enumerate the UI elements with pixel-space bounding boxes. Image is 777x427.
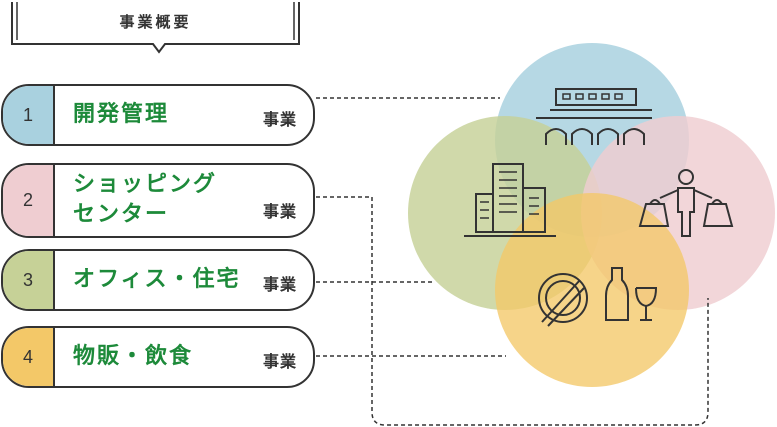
item-number: 2	[22, 190, 33, 210]
item-number-badge: 4	[3, 328, 55, 386]
item-suffix: 事業	[262, 110, 297, 129]
item-label: オフィス・住宅	[73, 267, 241, 292]
section-header: 事業概要	[11, 0, 300, 54]
item-suffix: 事業	[262, 275, 297, 294]
item-suffix: 事業	[262, 202, 297, 221]
business-item-retail-dining[interactable]: 4 物販・飲食 事業	[1, 326, 315, 388]
item-number: 3	[22, 269, 33, 290]
circle-retail-dining	[495, 193, 689, 387]
item-label: 開発管理	[73, 102, 170, 127]
business-item-office-residential[interactable]: 3 オフィス・住宅 事業	[1, 249, 315, 311]
item-label-line2: センター	[73, 202, 170, 227]
dining-icon	[538, 267, 658, 327]
business-item-shopping-center[interactable]: 2 ショッピング センター 事業	[1, 163, 315, 238]
item-number-badge: 1	[3, 86, 55, 144]
office-building-icon	[464, 163, 556, 237]
header-tab-shape	[11, 2, 300, 54]
page-title: 事業概要	[119, 13, 192, 31]
connector-lines	[316, 97, 709, 426]
item-number: 1	[22, 104, 33, 125]
item-suffix: 事業	[262, 352, 297, 371]
shopper-with-bags-icon	[638, 169, 734, 237]
item-number-badge: 3	[3, 251, 55, 309]
item-label-line1: ショッピング	[73, 172, 218, 197]
item-label: 物販・飲食	[73, 344, 194, 369]
business-item-development[interactable]: 1 開発管理 事業	[1, 84, 315, 146]
train-viaduct-icon	[536, 88, 652, 145]
item-number-badge: 2	[3, 165, 55, 236]
item-number: 4	[22, 346, 33, 367]
